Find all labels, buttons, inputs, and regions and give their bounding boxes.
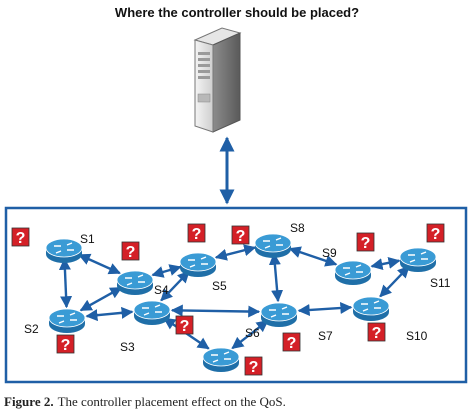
switch-label-s9: S9 [322,246,337,260]
switch-s2-router-icon [48,308,86,333]
switch-label-s3: S3 [120,340,135,354]
switch-label-s5: S5 [212,279,227,293]
switch-label-s2: S2 [24,322,39,336]
question-mark-icon-s6: ? [244,356,263,376]
svg-text:?: ? [361,235,371,252]
svg-text:?: ? [126,244,136,261]
link-s9-s11 [370,256,401,271]
server-icon [193,27,242,133]
svg-text:?: ? [287,335,297,352]
question-mark-icon-s8: ? [231,225,250,245]
switch-label-s6: S6 [245,326,260,340]
svg-text:?: ? [192,226,202,243]
question-mark-icon-s11: ? [426,223,445,243]
link-s6-s7 [231,319,269,350]
question-mark-icon-s3: ? [175,315,194,335]
link-s10-s11 [379,265,410,298]
link-s7-s10 [297,302,353,316]
question-mark-icon-s9: ? [356,232,375,252]
labels-layer: S1? S2? S3? S4? S5? S6? S7? S8? S9? S10? S11? [11,221,451,376]
question-mark-icon-s10: ? [367,322,386,342]
link-s8-s7 [268,252,284,303]
link-s4-s5 [151,264,182,278]
switch-s3-router-icon [133,300,171,325]
svg-text:?: ? [16,230,26,247]
switch-label-s7: S7 [318,329,333,343]
question-mark-icon-s5: ? [187,223,206,243]
switch-s7-router-icon [260,302,298,327]
svg-text:?: ? [236,228,246,245]
switch-label-s8: S8 [290,221,305,235]
switch-s11-router-icon [399,247,437,272]
switch-label-s10: S10 [406,329,428,343]
switch-label-s4: S4 [154,283,169,297]
switch-label-s1: S1 [80,232,95,246]
question-mark-icon-s4: ? [121,241,140,261]
switch-s8-router-icon [254,233,292,258]
question-mark-icon-s7: ? [282,332,301,352]
link-s2-s4 [79,286,123,312]
switch-s1-router-icon [45,238,83,263]
question-mark-icon-s1: ? [11,227,30,247]
svg-text:?: ? [180,318,190,335]
switch-s6-router-icon [202,347,240,372]
svg-text:?: ? [431,226,441,243]
caption-text: The controller placement effect on the Q… [58,394,286,409]
figure-caption: Figure 2. The controller placement effect… [4,394,286,409]
svg-text:?: ? [61,337,71,354]
link-s3-s5 [160,270,190,302]
diagram-title: Where the controller should be placed? [115,5,359,20]
nodes-layer [45,233,437,372]
caption-label: Figure 2. [4,394,54,409]
question-mark-icon-s2: ? [56,334,75,354]
svg-text:?: ? [372,325,382,342]
switch-s5-router-icon [179,252,217,277]
svg-text:?: ? [249,359,259,376]
link-s3-s7 [170,304,261,318]
link-s2-s3 [85,306,134,322]
links-layer [58,244,410,350]
switch-s9-router-icon [334,260,372,285]
link-s1-s4 [78,253,121,275]
link-s5-s8 [214,244,257,261]
link-s1-s2 [58,257,73,309]
switch-s4-router-icon [116,270,154,295]
link-s8-s9 [288,246,338,267]
switch-label-s11: S11 [430,276,451,290]
switch-s10-router-icon [352,296,390,321]
